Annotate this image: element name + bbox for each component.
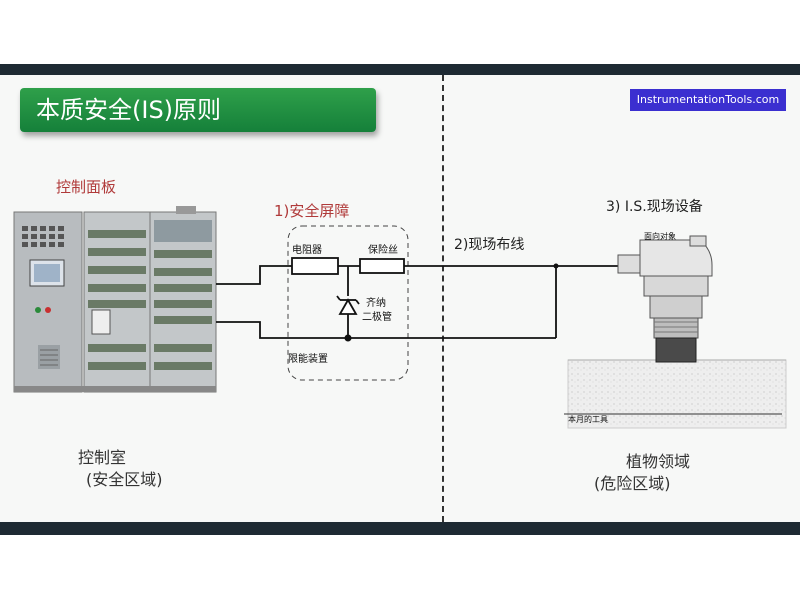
ground-area [567,359,787,429]
bottom-border [0,522,800,535]
plant-area-zone: (危险区域) [594,474,671,493]
fuse-label: 保险丝 [368,245,398,256]
zener-label-2: 二极管 [362,312,392,323]
control-panel-cabinet [13,206,217,393]
page-title: 本质安全(IS)原则 [20,88,376,132]
watermark: InstrumentationTools.com [630,89,786,111]
zener-label-1: 齐纳 [366,298,386,309]
barrier-circuit [290,257,618,339]
face-label: 面向对象 [644,232,676,241]
plant-area-label: 植物领域 [626,452,691,471]
top-border [0,64,800,75]
field-wiring-label: 2)现场布线 [454,237,525,253]
control-wiring [216,265,290,339]
control-panel-label: 控制面板 [56,178,117,196]
ground-label: 本月的工具 [568,415,608,424]
safety-barrier-box [287,225,409,381]
barrier-label: 1)安全屏障 [274,202,350,220]
control-room-label: 控制室 [78,448,127,467]
resistor-label: 电阻器 [292,245,322,256]
zone-divider [442,75,444,522]
field-device-transmitter [617,235,713,363]
field-device-label: 3) I.S.现场设备 [606,199,703,215]
control-room-zone: (安全区域) [86,470,163,489]
limiter-label: 限能装置 [288,354,328,365]
